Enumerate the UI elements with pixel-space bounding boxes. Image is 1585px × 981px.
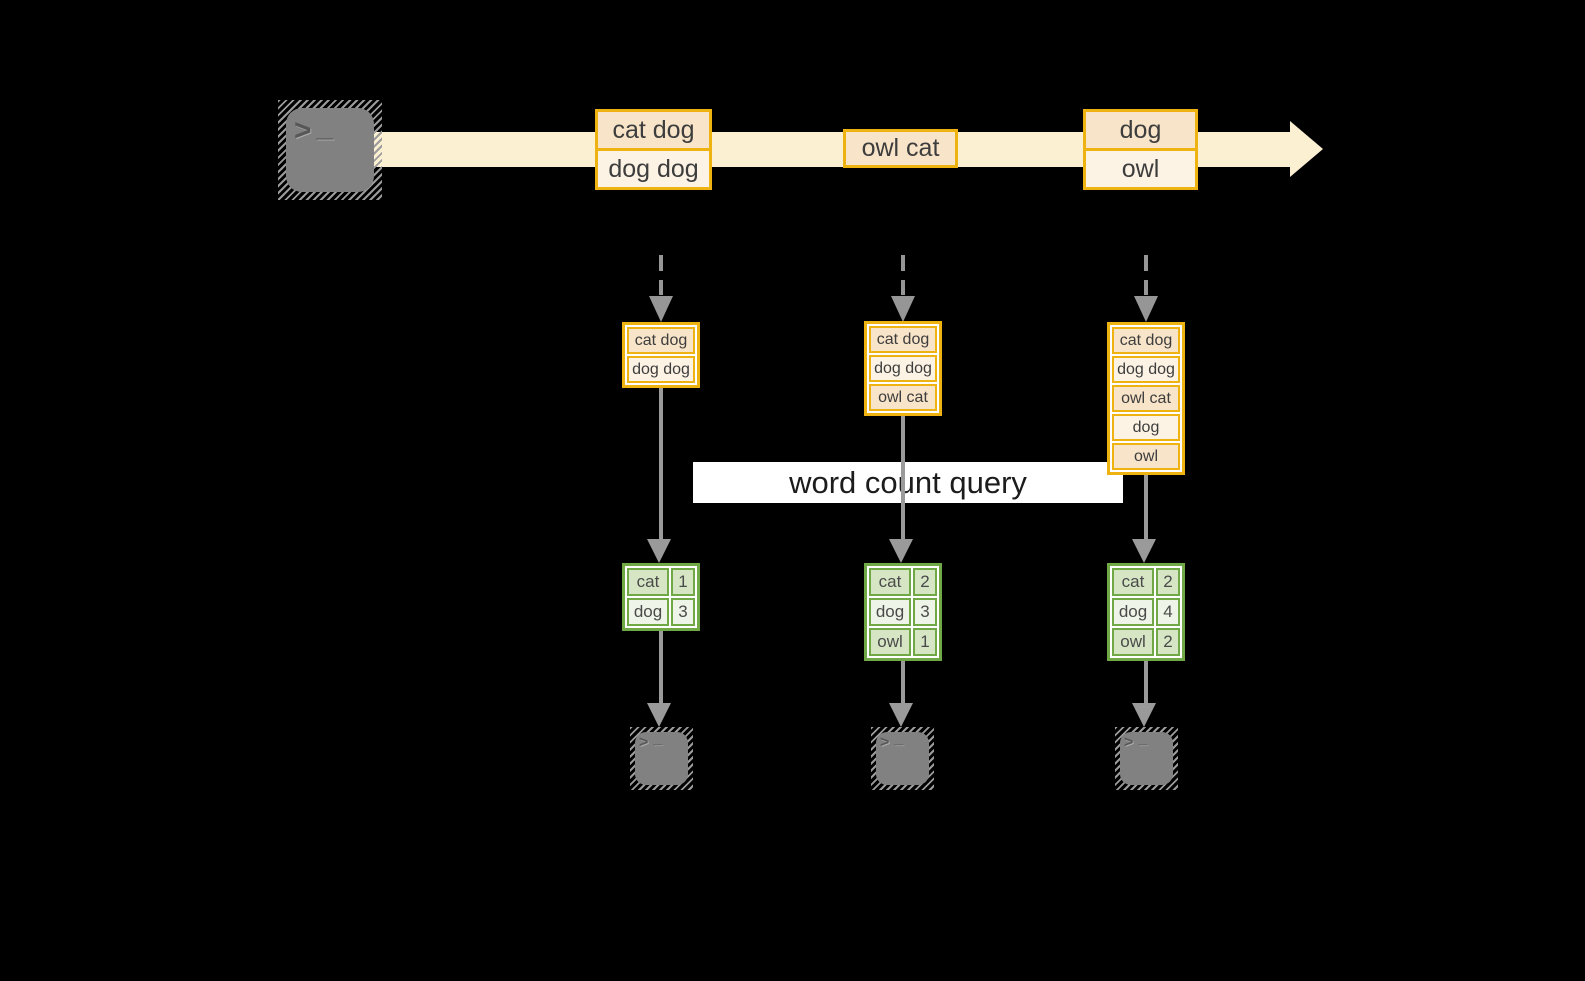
dashed-arrowhead-icon xyxy=(649,296,673,322)
count-row: dog 3 xyxy=(627,598,695,626)
flow-arrow xyxy=(901,414,905,540)
count-cell: 1 xyxy=(913,628,937,656)
flow-arrowhead-icon xyxy=(1132,539,1156,563)
source-terminal-icon: >_ xyxy=(278,100,382,200)
buffer-item: dog dog xyxy=(1112,356,1180,383)
prompt-cursor-icon: _ xyxy=(894,730,904,747)
prompt-chevron-icon: > xyxy=(294,114,312,147)
message-line: owl xyxy=(1086,148,1195,187)
stream-message: dog owl xyxy=(1083,109,1198,190)
buffer-item: cat dog xyxy=(627,327,695,354)
terminal-prompt-icon: >_ xyxy=(1124,730,1147,752)
count-cell: 2 xyxy=(1156,628,1180,656)
count-table: cat 1 dog 3 xyxy=(622,563,700,631)
word-cell: owl xyxy=(869,628,911,656)
buffer-item: dog xyxy=(1112,414,1180,441)
prompt-cursor-icon: _ xyxy=(653,730,663,747)
count-row: owl 2 xyxy=(1112,628,1180,656)
word-cell: dog xyxy=(627,598,669,626)
count-cell: 2 xyxy=(1156,568,1180,596)
terminal-screen xyxy=(876,732,929,785)
count-row: cat 2 xyxy=(869,568,937,596)
buffer-item: cat dog xyxy=(869,326,937,353)
dashed-arrow xyxy=(901,255,905,295)
count-row: cat 2 xyxy=(1112,568,1180,596)
terminal-prompt-icon: >_ xyxy=(294,110,333,148)
buffer-item: cat dog xyxy=(1112,327,1180,354)
terminal-screen xyxy=(1120,732,1173,785)
buffer-item: owl xyxy=(1112,443,1180,470)
count-table: cat 2 dog 3 owl 1 xyxy=(864,563,942,661)
count-cell: 2 xyxy=(913,568,937,596)
message-line: owl cat xyxy=(846,132,955,165)
message-line: cat dog xyxy=(598,112,709,148)
count-cell: 1 xyxy=(671,568,695,596)
buffer-stack: cat dog dog dog owl cat xyxy=(864,321,942,416)
flow-arrowhead-icon xyxy=(1132,703,1156,727)
flow-arrow xyxy=(901,661,905,703)
dashed-arrowhead-icon xyxy=(891,296,915,322)
flow-arrow xyxy=(659,631,663,703)
buffer-stack: cat dog dog dog xyxy=(622,322,700,388)
word-cell: cat xyxy=(627,568,669,596)
flow-arrow xyxy=(1144,661,1148,703)
count-row: owl 1 xyxy=(869,628,937,656)
stream-message: owl cat xyxy=(843,129,958,168)
stream-arrowhead-icon xyxy=(1290,121,1323,177)
prompt-cursor-icon: _ xyxy=(316,110,334,143)
prompt-chevron-icon: > xyxy=(880,734,890,751)
flow-arrowhead-icon xyxy=(889,703,913,727)
buffer-item: dog dog xyxy=(627,356,695,383)
buffer-item: owl cat xyxy=(1112,385,1180,412)
stream-message: cat dog dog dog xyxy=(595,109,712,190)
word-cell: cat xyxy=(1112,568,1154,596)
terminal-prompt-icon: >_ xyxy=(880,730,903,752)
terminal-screen xyxy=(286,108,374,192)
message-line: dog xyxy=(1086,112,1195,148)
message-line: dog dog xyxy=(598,148,709,187)
word-count-query-label: word count query xyxy=(693,462,1123,503)
count-cell: 3 xyxy=(671,598,695,626)
dashed-arrow xyxy=(659,255,663,295)
flow-arrowhead-icon xyxy=(647,539,671,563)
word-cell: dog xyxy=(1112,598,1154,626)
count-table: cat 2 dog 4 owl 2 xyxy=(1107,563,1185,661)
count-row: dog 4 xyxy=(1112,598,1180,626)
flow-arrowhead-icon xyxy=(647,703,671,727)
output-terminal-icon: >_ xyxy=(630,727,693,790)
buffer-item: owl cat xyxy=(869,384,937,411)
prompt-chevron-icon: > xyxy=(1124,734,1134,751)
output-terminal-icon: >_ xyxy=(1115,727,1178,790)
output-terminal-icon: >_ xyxy=(871,727,934,790)
word-cell: owl xyxy=(1112,628,1154,656)
count-cell: 3 xyxy=(913,598,937,626)
count-cell: 4 xyxy=(1156,598,1180,626)
terminal-prompt-icon: >_ xyxy=(639,730,662,752)
buffer-item: dog dog xyxy=(869,355,937,382)
count-row: cat 1 xyxy=(627,568,695,596)
count-row: dog 3 xyxy=(869,598,937,626)
prompt-chevron-icon: > xyxy=(639,734,649,751)
prompt-cursor-icon: _ xyxy=(1138,730,1148,747)
buffer-stack: cat dog dog dog owl cat dog owl xyxy=(1107,322,1185,475)
flow-arrowhead-icon xyxy=(889,539,913,563)
terminal-screen xyxy=(635,732,688,785)
dashed-arrowhead-icon xyxy=(1134,296,1158,322)
flow-arrow xyxy=(1144,473,1148,540)
word-cell: dog xyxy=(869,598,911,626)
word-cell: cat xyxy=(869,568,911,596)
flow-arrow xyxy=(659,386,663,540)
dashed-arrow xyxy=(1144,255,1148,295)
